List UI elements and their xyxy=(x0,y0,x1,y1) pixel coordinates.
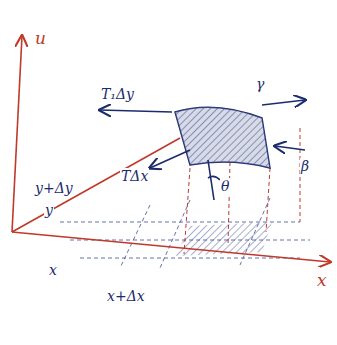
sketch-label: T₁Δy xyxy=(100,86,135,102)
sketch-label: y xyxy=(44,202,54,218)
sketch-label: γ xyxy=(255,76,265,92)
sketch-label: x+Δx xyxy=(106,288,146,304)
sketch-label: x xyxy=(48,262,58,278)
axis-label: x xyxy=(316,272,328,288)
axis-label: u xyxy=(34,30,47,46)
sketch-label: θ xyxy=(220,178,230,194)
sketch-label: y+Δy xyxy=(34,180,74,196)
sketch-label: β xyxy=(300,158,310,174)
sketch-label: TΔx xyxy=(120,168,149,184)
